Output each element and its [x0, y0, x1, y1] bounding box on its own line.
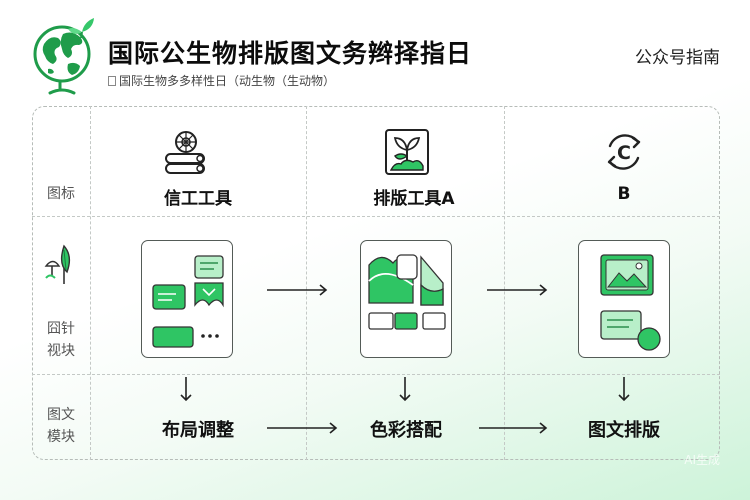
grid-divider: [504, 106, 505, 460]
image-text-illustration: [600, 254, 661, 351]
graphic-card[interactable]: [578, 240, 670, 358]
down-arrow-icon: [618, 377, 630, 402]
column-header-tools: 信工工具: [164, 189, 232, 209]
row-label-line: 图文: [47, 407, 75, 423]
row-label-icon: 图标: [47, 186, 75, 202]
down-arrow-icon: [399, 377, 411, 402]
right-arrow-icon: [267, 422, 338, 434]
subtitle-text: 国际生物多多样性日（动生物（生动物）: [119, 74, 336, 88]
column-header-tools-a: 排版工具A: [373, 189, 455, 209]
step-label-layout: 布局调整: [162, 420, 234, 441]
page-title: 国际公生物排版图文务辫择指日: [108, 39, 473, 68]
row-label-line: 囧针: [47, 321, 75, 337]
svg-text:C: C: [617, 142, 631, 164]
color-palette-illustration: [368, 254, 446, 330]
mushroom-leaf-icon: [44, 244, 71, 284]
globe-sprout-logo-icon: [33, 18, 94, 95]
diagram-frame: [32, 106, 720, 460]
color-card[interactable]: [360, 240, 452, 358]
layout-blocks-illustration: [152, 255, 224, 348]
right-arrow-icon: [479, 422, 548, 434]
brand-label: 公众号指南: [635, 48, 720, 68]
row-label-cards: 囧针 视块: [32, 318, 90, 362]
step-label-color: 色彩搭配: [370, 420, 442, 441]
plant-sprout-icon: [385, 129, 429, 175]
down-arrow-icon: [180, 377, 192, 402]
right-arrow-icon: [487, 284, 548, 296]
step-label-typeset: 图文排版: [588, 420, 660, 441]
log-wood-icon: [165, 131, 205, 174]
page-subtitle: 国际生物多多样性日（动生物（生动物）: [108, 72, 335, 89]
square-bullet-icon: [108, 76, 116, 86]
grid-divider: [32, 374, 720, 375]
row-label-steps: 图文 模块: [32, 404, 90, 448]
row-label-line: 视块: [47, 343, 75, 359]
grid-divider: [32, 216, 720, 217]
right-arrow-icon: [267, 284, 328, 296]
ai-watermark: AI生成: [684, 453, 720, 467]
grid-divider: [90, 106, 91, 460]
refresh-cycle-icon: C: [607, 134, 641, 170]
row-label-line: 模块: [47, 429, 75, 445]
grid-divider: [306, 106, 307, 460]
layout-card[interactable]: [141, 240, 233, 358]
column-header-b: B: [617, 184, 631, 204]
